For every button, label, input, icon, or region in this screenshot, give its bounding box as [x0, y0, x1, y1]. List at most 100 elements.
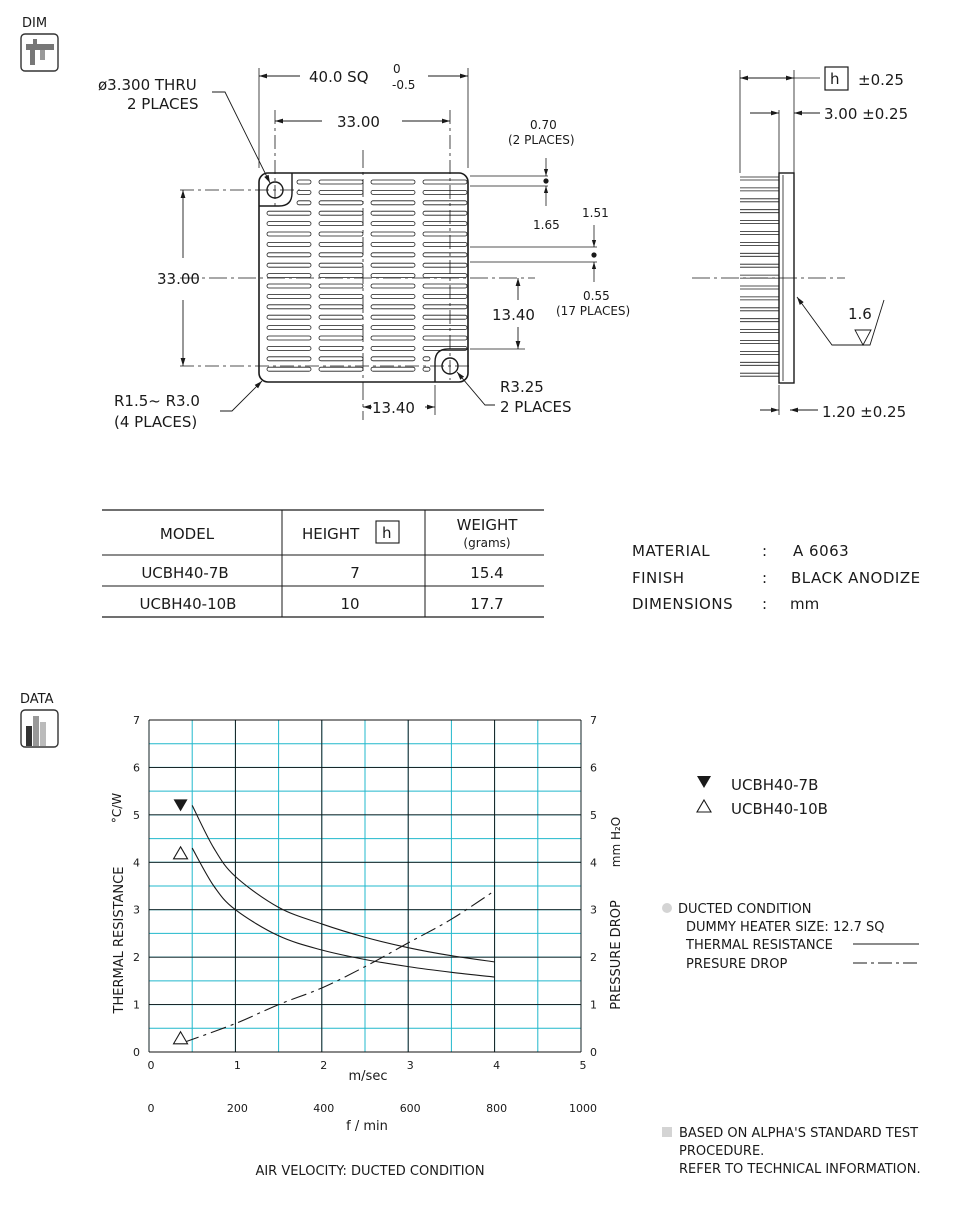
y-axis-left-unit: °C/W [110, 793, 124, 823]
x-tick-label: 5 [580, 1059, 587, 1072]
dim-hole-spacing-left: 33.00 [157, 190, 200, 366]
height-symbol-box [824, 66, 849, 91]
fin-slot [422, 366, 431, 372]
filled-triangle-icon [697, 776, 711, 788]
fin-slot [370, 262, 416, 268]
fin-slot [370, 356, 416, 362]
spec-value-dimensions: mm [790, 595, 819, 613]
fin-slot [318, 273, 364, 279]
table-cell-model: UCBH40-10B [140, 595, 237, 613]
chart-caption: AIR VELOCITY: DUCTED CONDITION [255, 1164, 484, 1179]
fin-slot [266, 325, 312, 331]
x-tick-label: 3 [407, 1059, 414, 1072]
fin-slot [422, 210, 468, 216]
x-tick-label: 1 [234, 1059, 241, 1072]
fin-slot [370, 325, 416, 331]
table-row: UCBH40-7B 7 15.4 [141, 564, 503, 582]
fin-slot [422, 200, 468, 206]
y2-tick-label: 6 [590, 761, 597, 774]
fin-slot [318, 262, 364, 268]
fin-slot [422, 293, 468, 299]
fin-slot [422, 189, 468, 195]
side-fins [740, 176, 779, 377]
dim-offset-horizontal: 13.40 [363, 385, 436, 417]
x2-tick-label: 200 [227, 1102, 248, 1115]
fin-165-label: 1.65 [533, 218, 560, 232]
offset-vertical-label: 13.40 [492, 306, 535, 324]
fin-slot [318, 304, 364, 310]
fin-slot [318, 366, 364, 372]
fin-slot [318, 210, 364, 216]
bullet-circle-icon [662, 903, 672, 913]
hole-spacing-top-label: 33.00 [337, 113, 380, 131]
y-tick-label: 6 [133, 761, 140, 774]
y2-tick-label: 1 [590, 999, 597, 1012]
fin-slot [370, 179, 416, 185]
surface-finish-value: 1.6 [848, 305, 872, 323]
fin-slot [318, 231, 364, 237]
fin-slot [266, 366, 312, 372]
y-axis-right-label: PRESSURE DROP [609, 900, 624, 1010]
fin-slot [370, 366, 416, 372]
corner-radius-callout: R1.5~ R3.0 (4 PLACES) [114, 380, 263, 431]
fin-slot [422, 283, 468, 289]
fin-slot [266, 356, 312, 362]
dim-section-label: DIM [22, 16, 47, 31]
fin-slot [266, 241, 312, 247]
legend-label-7b: UCBH40-7B [731, 776, 818, 794]
fin-070-places: (2 PLACES) [508, 133, 575, 147]
fin-070-label: 0.70 [530, 118, 557, 132]
fin-slot [370, 241, 416, 247]
x-axis-primary-label: m/sec [349, 1069, 388, 1084]
fin-slot [422, 356, 431, 362]
fin-slot [370, 345, 416, 351]
marker-open-triangle [172, 845, 189, 860]
y-axis-right-unit: mm H₂O [609, 817, 623, 867]
fin-slot [318, 283, 364, 289]
condition-heater: DUMMY HEATER SIZE: 12.7 SQ [686, 920, 885, 935]
hole-callout: ø3.300 THRU 2 PLACES [98, 76, 271, 184]
overall-tol-lower: -0.5 [392, 78, 415, 92]
fin-slot [318, 179, 364, 185]
fin-slot [318, 200, 364, 206]
spec-sep-material: : [762, 542, 767, 560]
x2-tick-label: 800 [486, 1102, 507, 1115]
fin-root-dimension: 1.20 ±0.25 [822, 403, 906, 421]
fin-slot [266, 221, 312, 227]
chart-markers [172, 799, 189, 1045]
fin-slot [370, 189, 416, 195]
fin-slot [422, 335, 468, 341]
chart-series [183, 805, 495, 1044]
fin-slot [370, 293, 416, 299]
fin-slot [422, 241, 468, 247]
dim-offset-vertical: 13.40 [470, 278, 535, 350]
marker-filled-triangle [173, 799, 188, 812]
note-line-3: REFER TO TECHNICAL INFORMATION. [679, 1162, 921, 1177]
table-cell-height: 7 [350, 564, 360, 582]
fin-slot [266, 304, 312, 310]
x2-tick-label: 400 [313, 1102, 334, 1115]
chart-legend: UCBH40-7B UCBH40-10B DUCTED CONDITION DU… [662, 776, 921, 1177]
dim-section: DIM [20, 16, 908, 431]
bullet-square-icon [662, 1127, 672, 1137]
fin-slot [318, 252, 364, 258]
x-tick-label: 2 [320, 1059, 327, 1072]
fin-slot [422, 273, 468, 279]
fin-slot [318, 335, 364, 341]
hole-radius-line1: R3.25 [500, 378, 544, 396]
note-line-2: PROCEDURE. [679, 1144, 764, 1159]
y2-tick-label: 5 [590, 809, 597, 822]
fin-slot [266, 293, 312, 299]
fin-slot [370, 273, 416, 279]
overall-tol-upper: 0 [393, 62, 401, 76]
table-header-model: MODEL [160, 525, 215, 543]
table-header-weight: WEIGHT [457, 516, 519, 534]
x2-tick-label: 1000 [569, 1102, 597, 1115]
caliper-icon [20, 33, 59, 72]
y2-tick-label: 0 [590, 1046, 597, 1059]
corner-radius-line2: (4 PLACES) [114, 413, 197, 431]
spec-label-material: MATERIAL [632, 542, 710, 560]
fin-pattern [266, 179, 468, 372]
corner-radius-line1: R1.5~ R3.0 [114, 392, 200, 410]
fin-slot [266, 273, 312, 279]
